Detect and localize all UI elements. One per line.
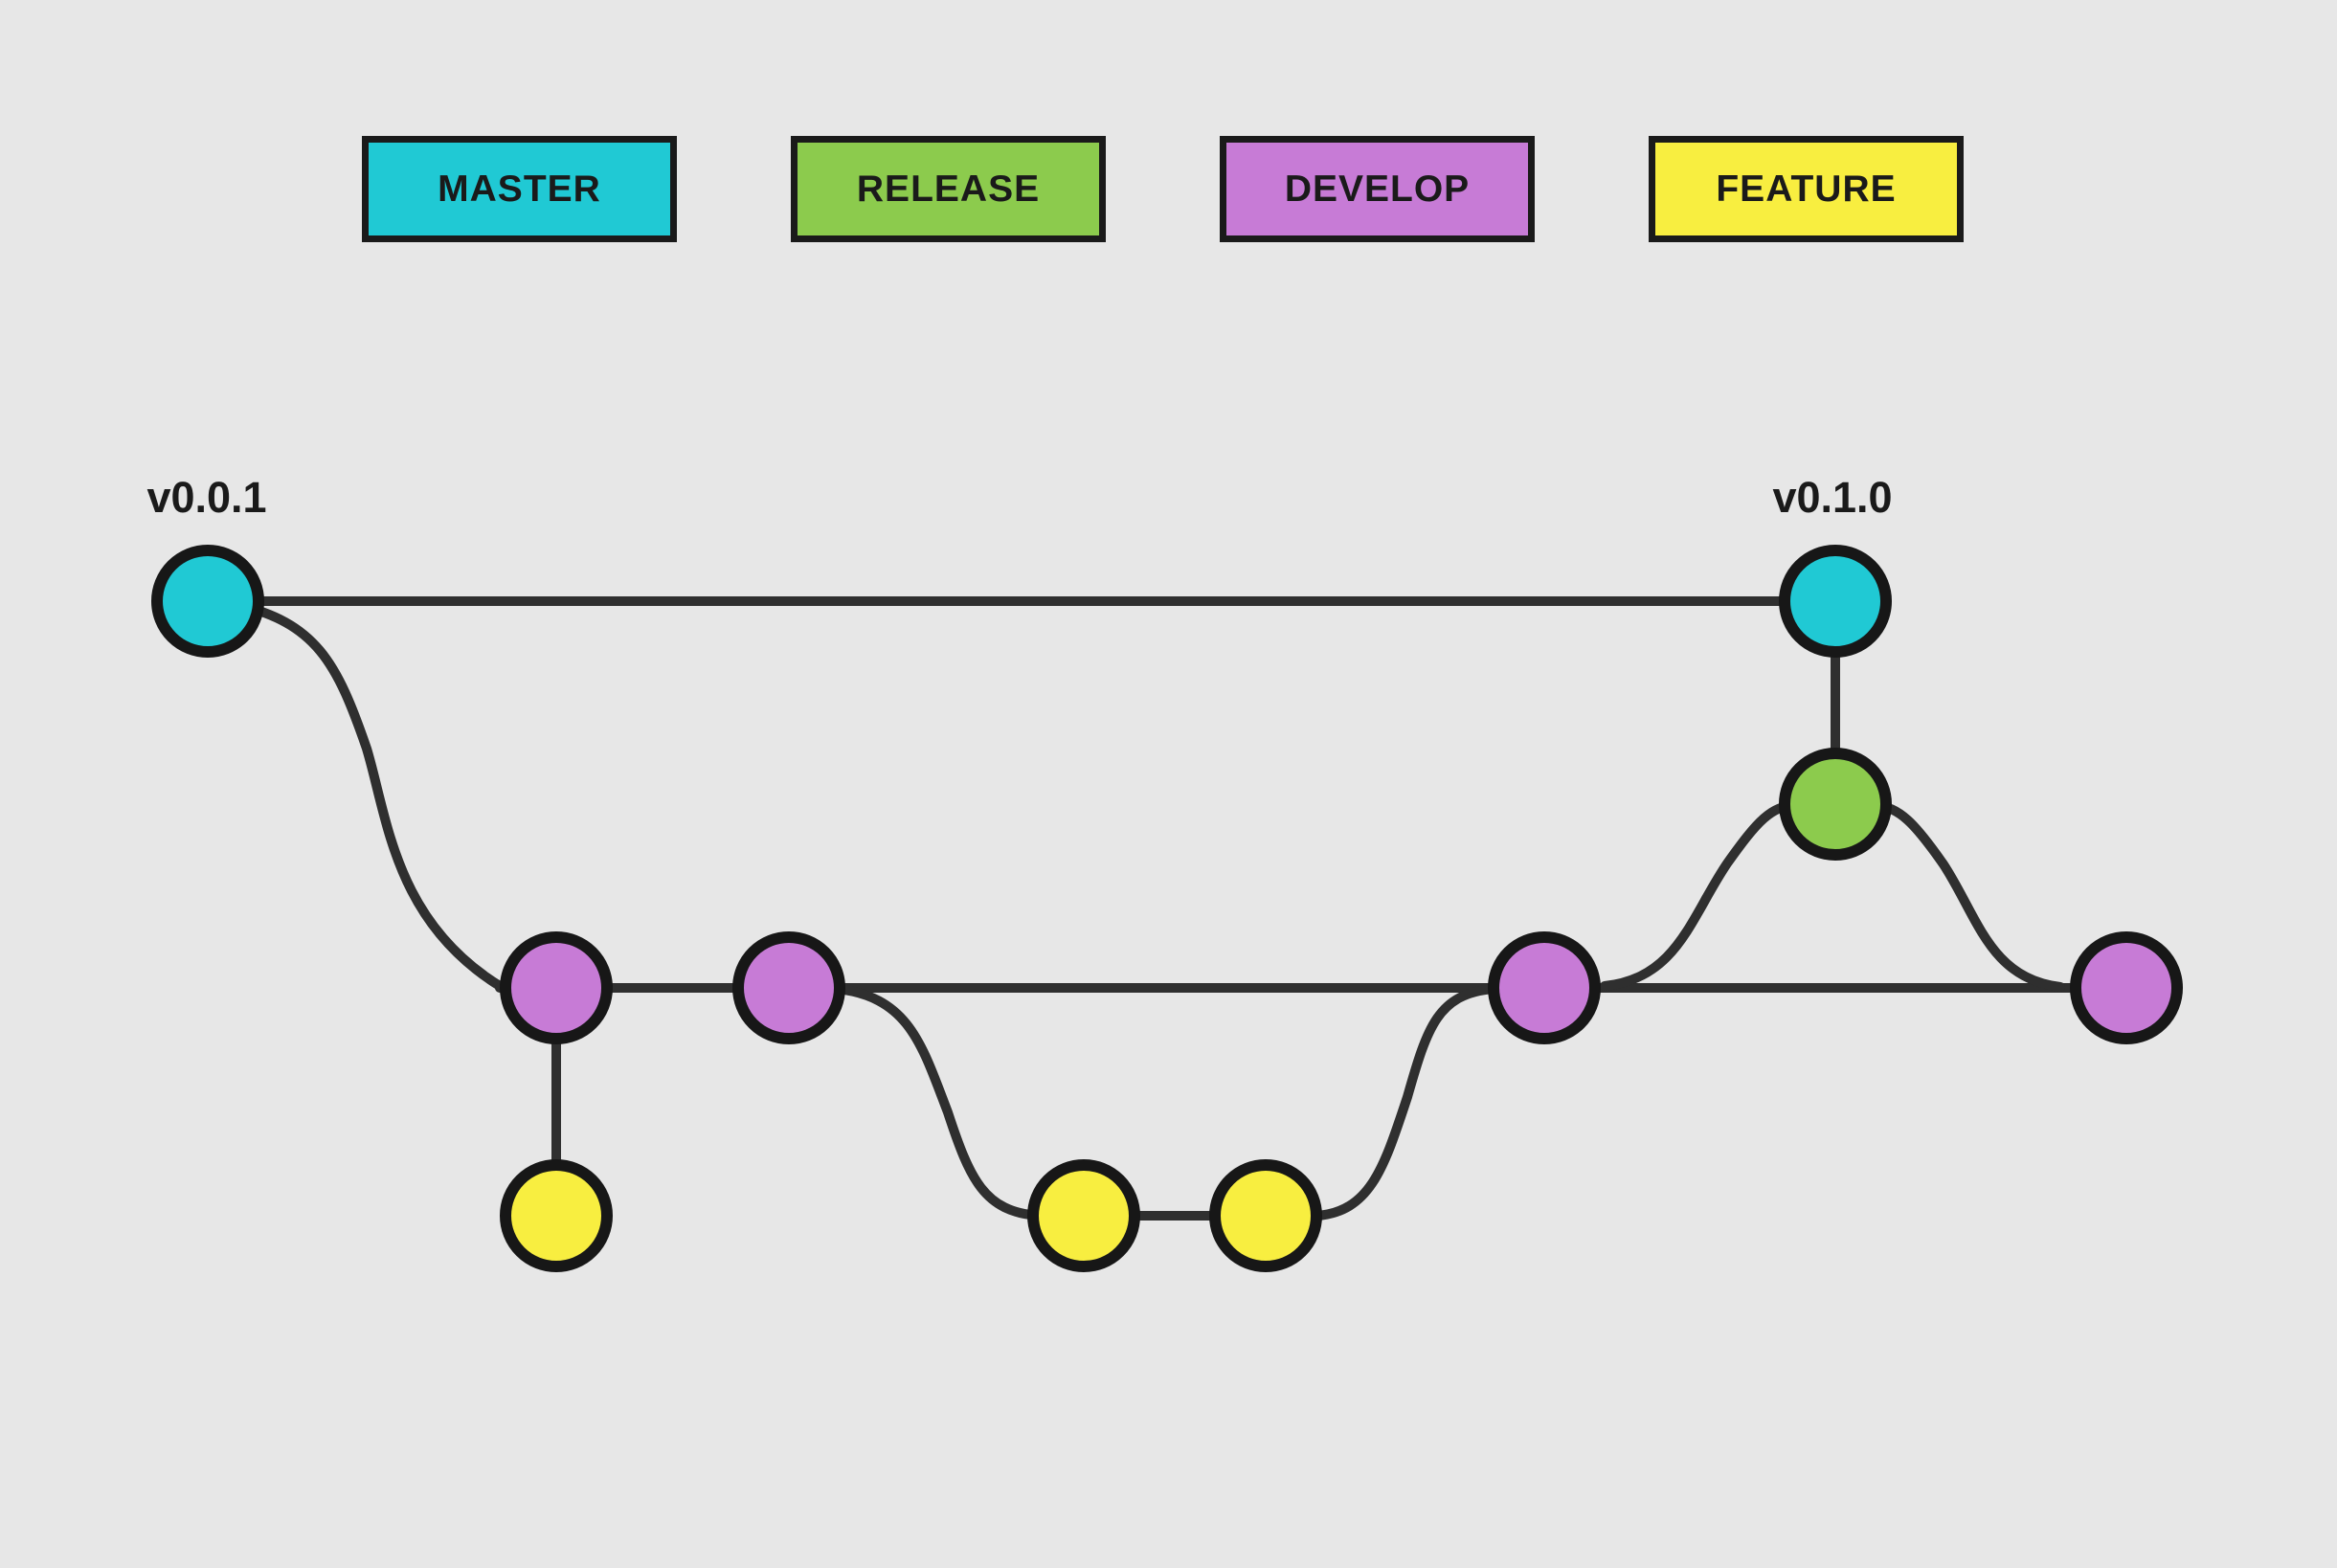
edge-release-merge <box>1870 800 2065 992</box>
legend-item-feature: FEATURE <box>1649 136 1964 242</box>
commit-node-feature <box>500 1159 613 1272</box>
legend-item-master: MASTER <box>362 136 677 242</box>
version-tag-v0-1-0: v0.1.0 <box>1772 473 1893 522</box>
version-tag-v0-0-1: v0.0.1 <box>146 473 267 522</box>
edge-feature2-branch <box>833 984 1044 1221</box>
edge-feature2-merge <box>1312 984 1498 1221</box>
legend-label-feature: FEATURE <box>1716 168 1897 210</box>
commit-node-feature <box>1027 1159 1140 1272</box>
legend-label-develop: DEVELOP <box>1284 168 1471 210</box>
legend-item-release: RELEASE <box>791 136 1106 242</box>
commit-node-develop <box>500 931 613 1044</box>
commit-node-develop <box>2070 931 2183 1044</box>
commit-node-develop <box>1488 931 1601 1044</box>
commit-node-master <box>151 545 264 658</box>
legend-label-master: MASTER <box>438 168 601 210</box>
edge-develop-branch <box>230 599 505 991</box>
legend-item-develop: DEVELOP <box>1220 136 1535 242</box>
edge-release-branch <box>1600 800 1801 991</box>
commit-node-develop <box>732 931 845 1044</box>
commit-node-feature <box>1209 1159 1322 1272</box>
commit-node-master <box>1779 545 1892 658</box>
commit-node-release <box>1779 748 1892 861</box>
legend-label-release: RELEASE <box>856 168 1041 210</box>
